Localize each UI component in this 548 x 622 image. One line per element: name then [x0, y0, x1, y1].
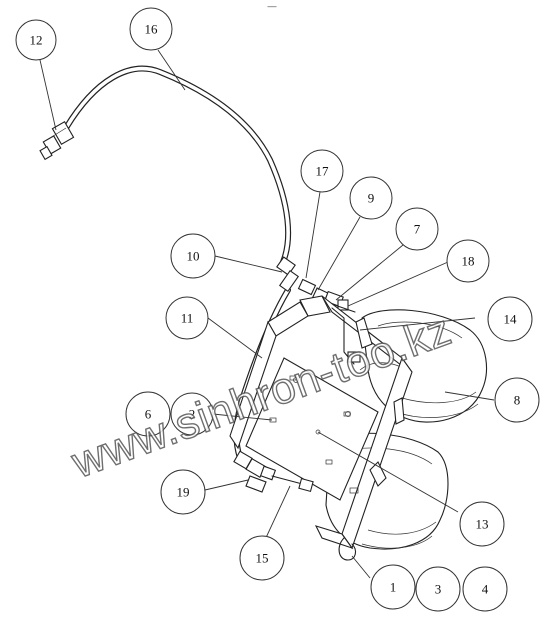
callout-19: 19	[160, 469, 206, 515]
callout-15-label: 15	[256, 551, 269, 566]
callout-8: 8	[494, 377, 540, 423]
callout-13-label: 13	[476, 517, 489, 532]
callout-15: 15	[239, 535, 285, 581]
quick-coupler	[39, 120, 75, 161]
callout-2-label: 2	[189, 407, 196, 422]
callout-12: 12	[15, 19, 57, 61]
callout-18: 18	[446, 239, 490, 283]
callout-1: 1	[370, 564, 416, 610]
callout-7-label: 7	[414, 222, 421, 237]
callout-4: 4	[462, 566, 508, 612]
callout-11-label: 11	[181, 311, 194, 326]
callout-8-label: 8	[514, 393, 521, 408]
callout-18-label: 18	[462, 254, 475, 269]
callout-7: 7	[395, 207, 439, 251]
callout-4-label: 4	[482, 582, 489, 597]
callout-9: 9	[349, 176, 393, 220]
callout-17-label: 17	[316, 164, 330, 179]
callout-17: 17	[300, 149, 344, 193]
callout-16-label: 16	[145, 22, 159, 37]
callout-14: 14	[487, 296, 533, 342]
callout-6: 6	[125, 391, 171, 437]
callout-9-label: 9	[368, 191, 375, 206]
callout-14-label: 14	[504, 312, 518, 327]
callout-3-label: 3	[435, 582, 442, 597]
callout-19-label: 19	[177, 485, 190, 500]
handle	[338, 537, 357, 561]
callout-6-label: 6	[145, 407, 152, 422]
callout-13: 13	[459, 501, 505, 547]
callout-16: 16	[129, 7, 173, 51]
callout-12-label: 12	[30, 33, 43, 48]
lower-fittings	[233, 450, 314, 493]
callout-2: 2	[170, 392, 214, 436]
callout-3: 3	[415, 566, 461, 612]
callout-11: 11	[165, 296, 209, 340]
callout-10-label: 10	[187, 249, 200, 264]
callout-10: 10	[170, 233, 216, 279]
top-mark: —	[268, 1, 277, 11]
callout-1-label: 1	[390, 580, 397, 595]
leader-lines	[39, 49, 495, 579]
